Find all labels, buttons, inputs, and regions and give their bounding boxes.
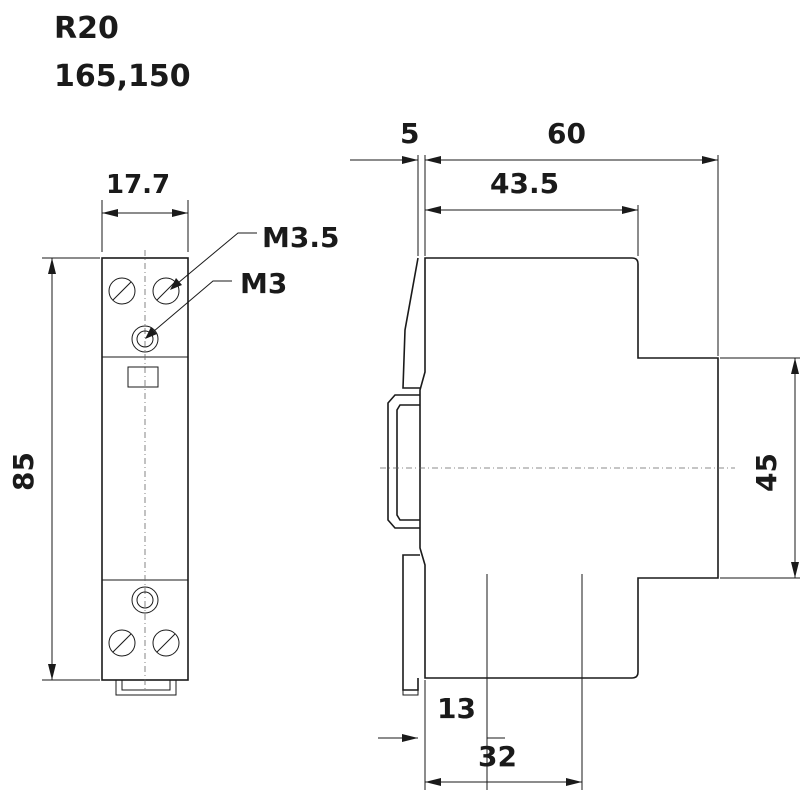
leader-m35 [171, 232, 257, 289]
screw-large-label: M3.5 [262, 221, 339, 254]
side-front-plate [402, 257, 420, 691]
screw-top-center [131, 325, 159, 353]
height-label: 85 [7, 452, 40, 491]
din-rail [387, 394, 420, 529]
offset-label: 5 [400, 117, 419, 150]
body-depth-label: 43.5 [490, 167, 559, 200]
width-label: 17.7 [106, 170, 170, 200]
model-label: R20 [54, 11, 119, 46]
side-view: 5 60 43.5 45 13 32 [350, 117, 800, 790]
terminal-label: 13 [437, 692, 476, 725]
screw-bottom-left [108, 629, 136, 657]
screw-top-left [108, 277, 136, 305]
side-body-outline [419, 257, 719, 679]
indicator-window [127, 366, 159, 388]
screw-small-label: M3 [240, 267, 287, 300]
screw-bottom-center [131, 586, 159, 614]
front-view: 17.7 85 M3.5 M3 [7, 170, 339, 696]
side-terminal-tab [402, 680, 419, 696]
front-height-label: 45 [750, 453, 783, 492]
din-clip-tab [115, 680, 177, 696]
base-label: 32 [478, 740, 517, 773]
leader-m3 [146, 280, 232, 338]
depth-label: 60 [547, 117, 586, 150]
screw-top-right [152, 277, 180, 305]
screw-bottom-right [152, 629, 180, 657]
variants-label: 165,150 [54, 59, 191, 94]
